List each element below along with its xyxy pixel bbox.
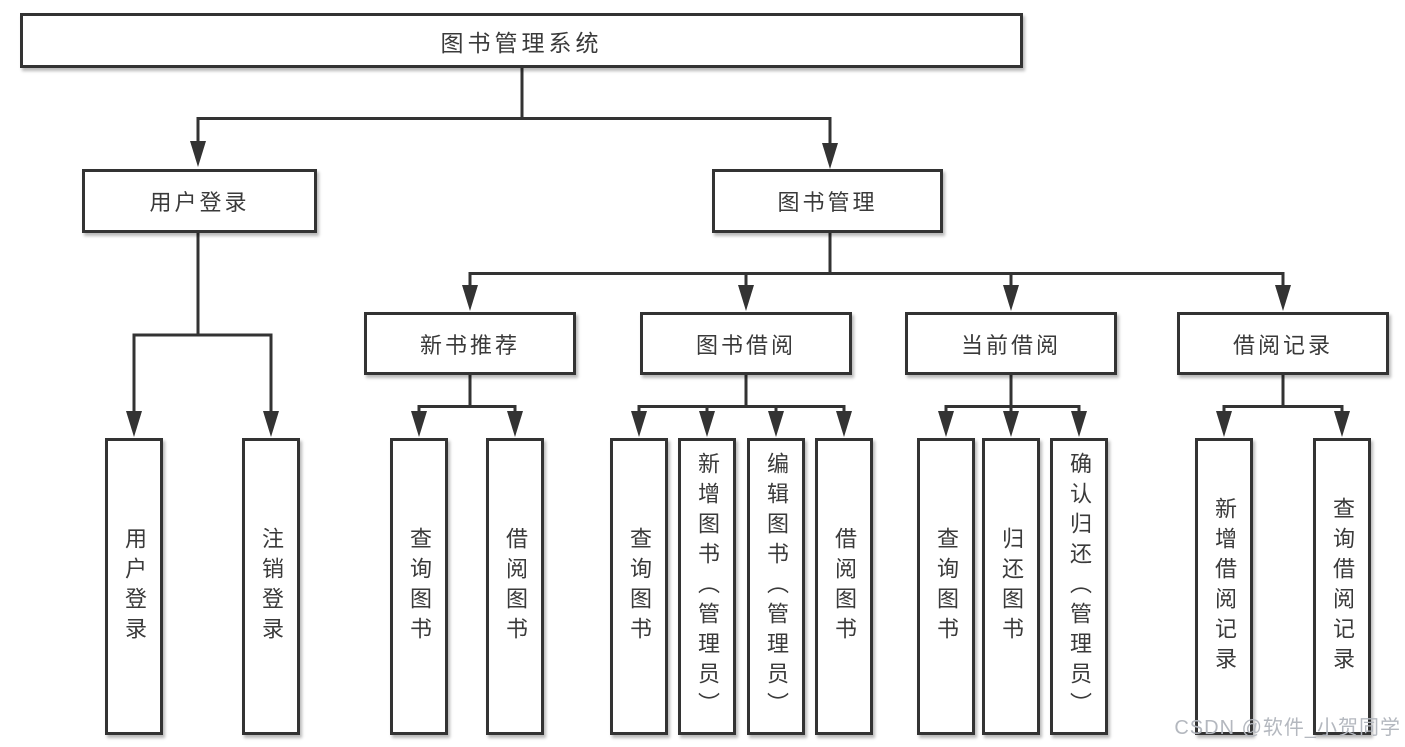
node-current-borrowing-label: 当前借阅 [960, 332, 1061, 358]
leaf-bb-query-books: 查询图书 [610, 438, 668, 735]
leaf-bb-borrow-books: 借阅图书 [815, 438, 873, 735]
leaf-cb-query-books: 查询图书 [917, 438, 975, 735]
node-book-management: 图书管理 [712, 169, 943, 233]
node-new-book-recommend: 新书推荐 [364, 312, 576, 375]
leaf-bb-add-books-admin: 新增图书（管理员） [678, 438, 736, 735]
node-current-borrowing: 当前借阅 [905, 312, 1117, 375]
arrowheads [126, 141, 1350, 437]
leaf-cb-confirm-return-admin: 确认归还（管理员） [1050, 438, 1108, 735]
node-new-book-recommend-label: 新书推荐 [419, 332, 520, 358]
node-book-borrowing-label: 图书借阅 [695, 332, 796, 358]
leaf-cb-return-books: 归还图书 [982, 438, 1040, 735]
leaf-logout-login: 注销登录 [242, 438, 300, 735]
leaf-br-query-record: 查询借阅记录 [1313, 438, 1371, 735]
node-user-login-label: 用户登录 [149, 190, 250, 215]
csdn-watermark: CSDN @软件_小贺同学 [1174, 717, 1401, 739]
leaf-nbr-query-books: 查询图书 [390, 438, 448, 735]
node-user-login: 用户登录 [82, 169, 317, 233]
leaf-nbr-borrow-books: 借阅图书 [486, 438, 544, 735]
node-root-label: 图书管理系统 [440, 29, 603, 56]
node-borrow-records-label: 借阅记录 [1232, 332, 1333, 358]
node-borrow-records: 借阅记录 [1177, 312, 1389, 375]
node-root-system: 图书管理系统 [20, 13, 1023, 68]
leaf-bb-edit-books-admin: 编辑图书（管理员） [747, 438, 805, 735]
leaf-br-add-record: 新增借阅记录 [1195, 438, 1253, 735]
leaf-user-login: 用户登录 [105, 438, 163, 735]
node-book-borrowing: 图书借阅 [640, 312, 852, 375]
node-book-management-label: 图书管理 [777, 190, 878, 215]
